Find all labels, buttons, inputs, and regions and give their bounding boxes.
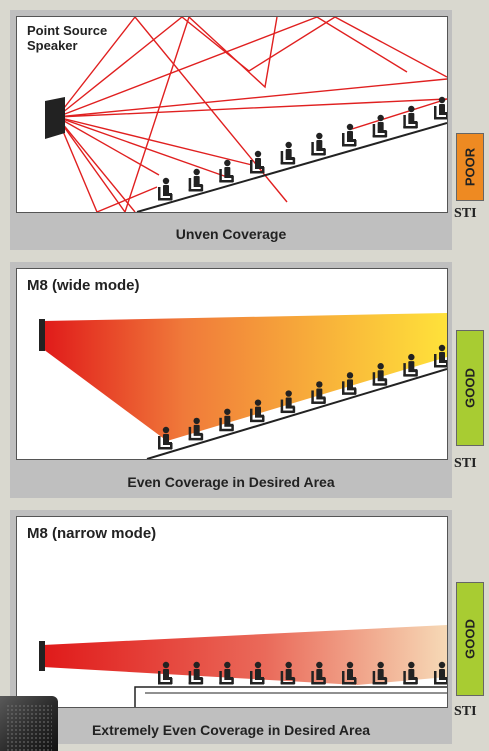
narrow-mode-diagram-svg	[39, 625, 447, 707]
audience-seat-icon	[250, 150, 265, 174]
audience-seat-icon	[372, 661, 388, 685]
coverage-beam-wide	[43, 313, 447, 441]
seating-slope	[136, 122, 447, 212]
audience-seat-icon	[434, 96, 447, 120]
audience-seat-icon	[311, 381, 326, 404]
sound-ray-1	[56, 17, 278, 212]
sound-ray-2	[56, 17, 288, 203]
line-array-speaker-icon	[39, 319, 45, 351]
audience-seat-icon	[280, 141, 296, 165]
audience-seat-icon	[372, 363, 388, 386]
sound-ray-3	[56, 78, 447, 118]
panel-1-caption: Unven Coverage	[175, 226, 287, 242]
panel-3-caption: Extremely Even Coverage in Desired Area	[91, 722, 371, 738]
panel-point-source: Point Source Speaker Unven Coverage	[10, 10, 452, 250]
sti-label-2: STI	[454, 456, 477, 471]
sti-label-1: STI	[454, 206, 477, 221]
audience-seat-icon	[158, 661, 173, 685]
audience-seat-icon	[188, 417, 204, 441]
sound-ray-4	[56, 98, 447, 130]
audience-seat-icon	[311, 132, 326, 156]
audience-seat-icon	[158, 426, 173, 450]
sound-ray-8	[56, 116, 136, 212]
audience-seat-icon	[250, 661, 265, 685]
audience-seat-icon	[219, 408, 234, 432]
audience-seat-icon	[188, 661, 204, 685]
sti-badge-good-wide: GOOD	[456, 330, 484, 446]
panel-wide-mode: M8 (wide mode) Even Coverage in Desired …	[10, 262, 452, 498]
audience-seat-icon	[403, 353, 418, 377]
audience-seat-icon	[403, 105, 418, 129]
audience-seat-icon	[280, 390, 296, 414]
line-array-speaker-icon	[39, 641, 45, 671]
sti-badge-good-narrow-text: GOOD	[462, 619, 478, 659]
sti-badge-good-narrow: GOOD	[456, 582, 484, 696]
audience-seat-icon	[280, 661, 296, 685]
audience-seat-icon	[434, 344, 447, 368]
sound-ray-0	[56, 17, 447, 118]
sound-ray-9	[56, 116, 158, 212]
audience-seat-icon	[219, 661, 234, 685]
panel-3-label: M8 (narrow mode)	[27, 525, 157, 542]
flat-seating-floor	[134, 686, 447, 707]
audience-seat-icon	[158, 177, 173, 201]
wide-mode-diagram-svg	[39, 313, 447, 459]
audience-seat-icon	[403, 661, 418, 685]
point-source-diagram-svg	[45, 17, 447, 212]
speaker-product-photo	[0, 696, 58, 751]
point-source-speaker-icon	[45, 97, 65, 139]
sound-ray-5	[56, 116, 253, 166]
panel-1-label: Point Source Speaker	[27, 23, 108, 53]
audience-seat-icon	[219, 159, 234, 183]
sound-ray-7	[56, 116, 228, 178]
sti-label-3: STI	[454, 704, 477, 719]
audience-seat-icon	[188, 168, 204, 192]
panel-2-label: M8 (wide mode)	[27, 277, 140, 294]
diagram-narrow-mode: M8 (narrow mode)	[16, 516, 448, 708]
panel-narrow-mode: M8 (narrow mode) Extremely Even Coverage…	[10, 510, 452, 744]
coverage-beam-narrow	[43, 625, 447, 685]
sti-badge-poor-text: POOR	[462, 147, 478, 187]
audience-seat-icon	[342, 661, 357, 685]
audience-seat-icon	[250, 399, 265, 423]
seating-slope	[146, 368, 447, 459]
sound-ray-10	[56, 17, 408, 118]
audience-seat-icon	[342, 372, 357, 395]
diagram-point-source: Point Source Speaker	[16, 16, 448, 213]
sti-badge-poor: POOR	[456, 133, 484, 201]
audience-seat-icon	[434, 661, 447, 685]
panel-2-caption: Even Coverage in Desired Area	[127, 474, 335, 490]
sti-badge-good-wide-text: GOOD	[462, 368, 478, 408]
audience-seat-icon	[342, 123, 357, 147]
sound-ray-6	[56, 116, 160, 176]
audience-seat-icon	[311, 661, 326, 685]
audience-seat-icon	[372, 114, 388, 138]
diagram-wide-mode: M8 (wide mode)	[16, 268, 448, 460]
